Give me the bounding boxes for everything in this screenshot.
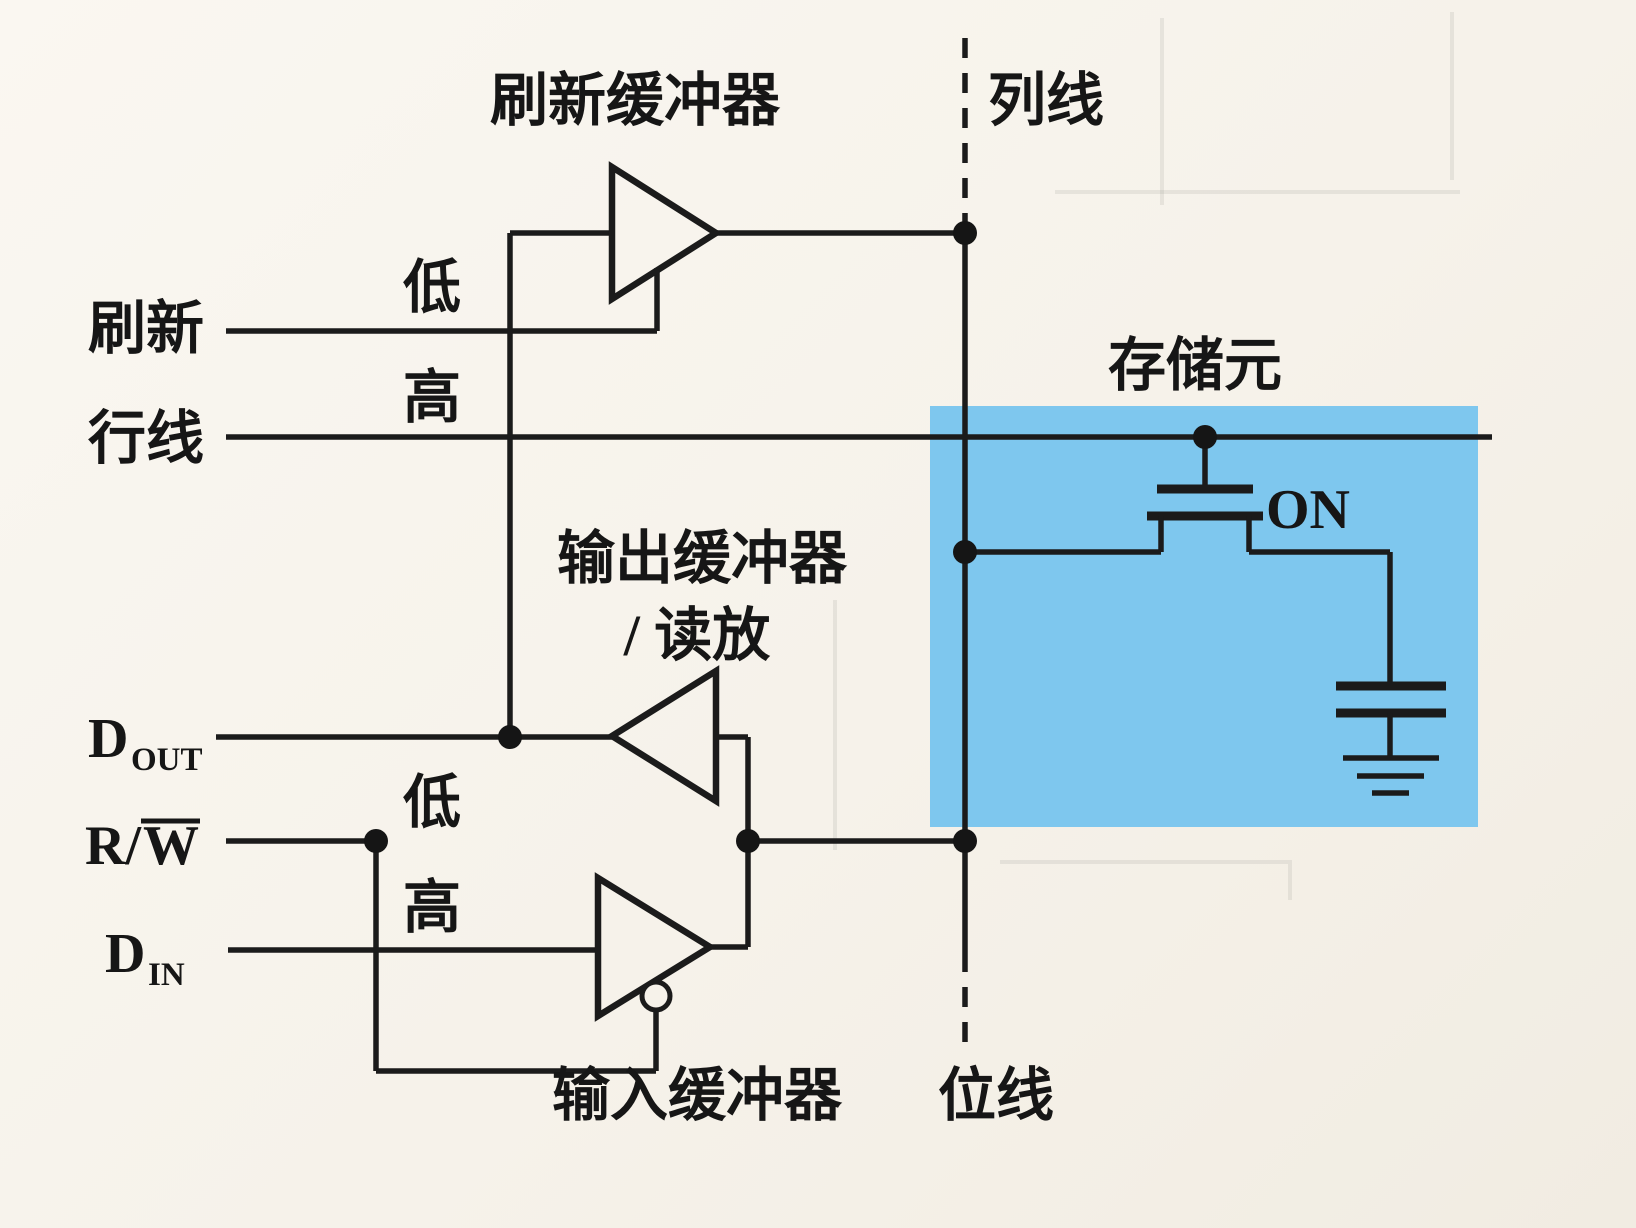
wires — [216, 38, 1492, 1074]
output-buffer-label: 输出缓冲器 — [557, 526, 848, 591]
din-label: D IN — [105, 923, 185, 993]
refresh-buffer-label: 刷新缓冲器 — [490, 68, 781, 133]
dout-label: D OUT — [88, 708, 203, 778]
bit-line-label: 位线 — [938, 1063, 1054, 1128]
rw-prefix: R/ — [85, 815, 142, 877]
rw-low-label: 低 — [403, 770, 461, 835]
paper-bleed-artifacts — [833, 12, 1460, 900]
din-letter: D — [105, 923, 145, 985]
junction-dots — [364, 221, 1217, 853]
refresh-high-label: 高 — [403, 365, 461, 430]
junction-dot — [498, 725, 522, 749]
bleed-line — [1000, 860, 1292, 900]
din-subscript: IN — [148, 957, 185, 993]
junction-dot — [953, 829, 977, 853]
dout-letter: D — [88, 708, 128, 770]
transistor-on-label: ON — [1266, 479, 1350, 541]
junction-dot — [1193, 425, 1217, 449]
storage-cell-circuit — [965, 437, 1446, 796]
junction-dot — [953, 540, 977, 564]
input-buffer-label: 输入缓冲器 — [552, 1063, 843, 1128]
refresh-buffer-symbol — [608, 161, 723, 305]
column-line-label: 列线 — [988, 68, 1104, 133]
junction-dot — [736, 829, 760, 853]
junction-dot — [953, 221, 977, 245]
refresh-low-label: 低 — [403, 255, 461, 320]
storage-cell-label: 存储元 — [1108, 333, 1282, 398]
dout-subscript: OUT — [131, 742, 203, 778]
output-buffer-symbol — [605, 665, 720, 807]
rw-label: R/ W — [85, 815, 200, 877]
refresh-label: 刷新 — [88, 296, 204, 361]
junction-dot — [364, 829, 388, 853]
rw-high-label: 高 — [403, 875, 461, 940]
output-buffer-triangle-icon — [605, 665, 720, 807]
rw-w-letter: W — [143, 815, 199, 877]
refresh-buffer-triangle-icon — [608, 161, 723, 305]
labels: 刷新缓冲器 列线 刷新 低 高 行线 存储元 ON 输出缓冲器 / 读放 D O… — [85, 68, 1350, 1128]
input-buffer-symbol — [594, 872, 717, 1022]
row-line-label: 行线 — [88, 406, 204, 471]
inversion-bubble-icon — [639, 979, 673, 1013]
sense-amp-label: / 读放 — [623, 603, 771, 668]
